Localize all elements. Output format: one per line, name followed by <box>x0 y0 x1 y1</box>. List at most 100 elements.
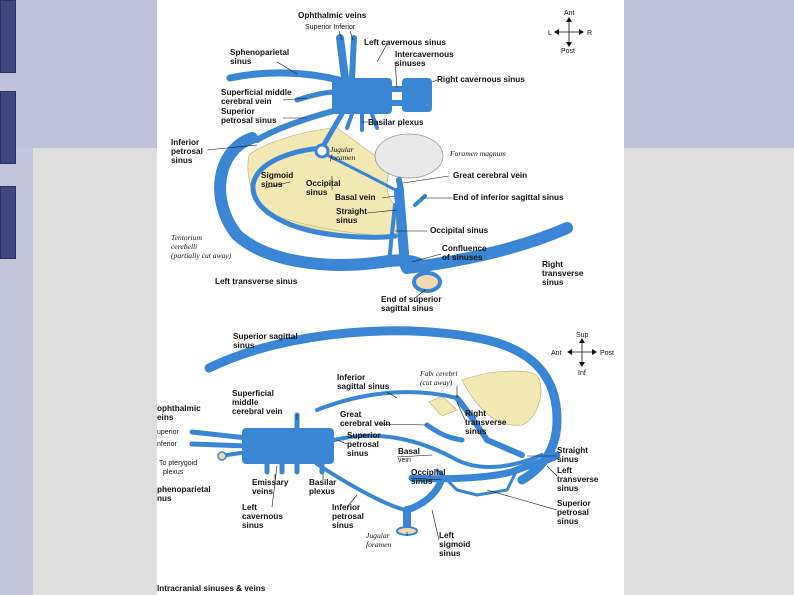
confluence-of-sinuses <box>412 271 442 293</box>
label-sps-b-1: Superior <box>347 431 381 440</box>
label-jugular-b-1: Jugular <box>366 531 390 540</box>
end-inferior-sagittal-sinus <box>413 194 427 207</box>
label-jugular-2: foramen <box>330 153 356 162</box>
label-ips-b-2: petrosal <box>332 512 364 521</box>
label-ips-b-3: sinus <box>332 521 354 530</box>
label-ophth-2: eins <box>157 413 174 422</box>
compass-inf: Inf <box>578 370 586 377</box>
label-smcv-2: cerebral vein <box>221 97 272 106</box>
label-spheno-b-2: nus <box>157 494 172 503</box>
label-emissary-1: Emissary <box>252 478 289 487</box>
label-iss-1: Inferior <box>337 373 366 382</box>
label-basilar-plexus: Basilar plexus <box>368 118 424 127</box>
compass-sup: Sup <box>576 332 589 339</box>
label-lcav-1: Left <box>242 503 257 512</box>
superior-petrosal-sinus <box>254 107 340 143</box>
label-straight-1: Straight <box>336 207 367 216</box>
anatomy-figure-panel: Ant Post L R <box>157 0 624 595</box>
label-rts-2: transverse <box>465 418 507 427</box>
label-lcav-2: cavernous <box>242 512 283 521</box>
label-right-transverse-3: sinus <box>542 278 564 287</box>
label-occ-b-2: sinus <box>411 477 433 486</box>
label-straight-b-1: Straight <box>557 446 588 455</box>
superior-ophthalmic-vein-b <box>189 429 250 441</box>
great-cerebral-vein-b <box>424 422 465 443</box>
label-intercavernous-1: Intercavernous <box>395 50 454 59</box>
label-occipital-2: sinus <box>306 188 328 197</box>
label-tentorium-1: Tentorium <box>171 233 202 242</box>
falx-cerebri <box>461 370 542 426</box>
label-end-sup-sagittal-2: sagittal sinus <box>381 304 434 313</box>
label-smcv-b-3: cerebral vein <box>232 407 283 416</box>
slide-tab-2[interactable] <box>0 91 16 164</box>
falx-cut-piece <box>428 395 458 417</box>
compass-post-b: Post <box>600 350 614 357</box>
label-gcv-1: Great <box>340 410 362 419</box>
label-sphenoparietal-2: sinus <box>230 57 252 66</box>
label-sps-2: petrosal sinus <box>221 116 277 125</box>
right-transverse-sinus <box>401 222 573 274</box>
sphenoparietal-sinus <box>226 69 343 84</box>
inferior-petrosal-sinus-b <box>315 462 407 512</box>
right-cavernous-sinus <box>402 78 432 112</box>
label-sigmoid-2: sinus <box>261 180 283 189</box>
label-pterygoid-2: plexus <box>163 469 184 476</box>
straight-sinus-b <box>454 395 525 458</box>
label-falx-2: (cut away) <box>420 378 453 387</box>
left-cavernous-sinus-b <box>242 428 334 464</box>
superior-view-diagram: Ant Post L R <box>171 10 592 313</box>
left-sigmoid-sinus-b <box>403 474 446 514</box>
label-foramen-magnum: Foramen magnum <box>449 149 506 158</box>
occipital-sinus <box>387 203 397 264</box>
inferior-ophthalmic-vein-b <box>189 441 250 449</box>
label-lts-2: transverse <box>557 475 599 484</box>
label-lsig-1: Left <box>439 531 454 540</box>
label-lsig-3: sinus <box>439 549 461 558</box>
label-right-transverse-2: transverse <box>542 269 584 278</box>
label-straight-b-2: sinus <box>557 455 579 464</box>
compass-ant: Ant <box>564 10 575 17</box>
intercavernous-sinus-1 <box>389 86 405 92</box>
label-ophthalmic-veins: Ophthalmic veins <box>298 11 367 20</box>
label-left-transverse: Left transverse sinus <box>215 277 298 286</box>
label-sigmoid-1: Sigmoid <box>261 171 293 180</box>
label-emissary-2: veins <box>252 487 273 496</box>
label-sps-1: Superior <box>221 107 255 116</box>
label-confluence-2: of sinuses <box>442 253 483 262</box>
label-sphenoparietal-1: Sphenoparietal <box>230 48 289 57</box>
slide-tab-3[interactable] <box>0 186 16 259</box>
label-lts-3: sinus <box>557 484 579 493</box>
superior-sagittal-sinus <box>204 326 562 485</box>
label-lts-1: Left <box>557 466 572 475</box>
label-superior-inferior: Superior Inferior <box>305 24 356 31</box>
label-falx-1: Falx cerebri <box>419 369 457 378</box>
orientation-compass-bottom: Sup Inf Ant Post <box>551 332 614 377</box>
label-occ-b-1: Occipital <box>411 468 446 477</box>
basal-vein <box>325 153 401 194</box>
label-straight-2: sinus <box>336 216 358 225</box>
label-sss-1: Superior sagittal <box>233 332 298 341</box>
superficial-middle-cerebral-vein <box>294 89 338 103</box>
label-basal-vein: Basal vein <box>335 193 376 202</box>
compass-ant-b: Ant <box>551 350 562 357</box>
label-left-cavernous: Left cavernous sinus <box>364 38 446 47</box>
left-cavernous-sinus <box>332 78 392 114</box>
label-basal-1: Basal <box>398 447 420 456</box>
inferior-sagittal-sinus <box>315 390 459 412</box>
label-superior-b: uperior <box>157 429 179 436</box>
label-ips-3: sinus <box>171 156 193 165</box>
orientation-compass-top: Ant Post L R <box>548 10 592 55</box>
label-pterygoid-1: To pterygoid <box>159 460 197 467</box>
compass-r: R <box>587 30 592 37</box>
label-end-sup-sagittal-1: End of superior <box>381 295 442 304</box>
label-tentorium-3: (partially cut away) <box>171 251 232 260</box>
label-intercavernous-2: sinuses <box>395 59 426 68</box>
foramen-magnum <box>374 133 444 179</box>
compass-post: Post <box>561 48 575 55</box>
slide-tab-1[interactable] <box>0 0 16 73</box>
label-sps-c-1: Superior <box>557 499 591 508</box>
label-basal-2: vein <box>398 457 411 464</box>
intercavernous-sinus-2 <box>389 100 405 106</box>
emissary-veins <box>264 461 300 475</box>
label-sps-c-3: sinus <box>557 517 579 526</box>
